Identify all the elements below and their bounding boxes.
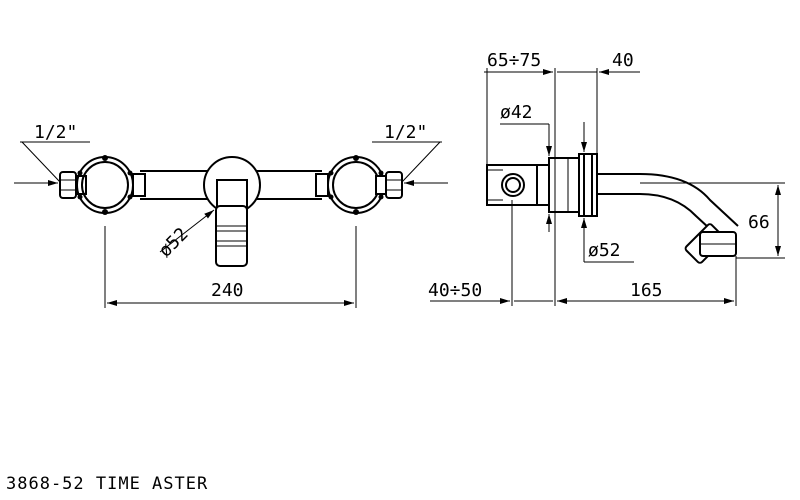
depth-range-label: 65÷75	[487, 50, 541, 71]
model-caption: 3868-52 TIME ASTER	[6, 474, 209, 494]
spout-diameter-label: ø52	[155, 224, 193, 262]
spout-offset-label: 40	[612, 50, 634, 71]
front-spout	[203, 156, 261, 267]
height-dimension-label: 66	[748, 212, 770, 233]
width-dimension-label: 240	[211, 280, 244, 301]
front-view: 1/2" 1/2" ø52 240	[14, 122, 448, 308]
projection-dimension-label: 165	[630, 280, 663, 301]
rosette-diameter-label: ø52	[588, 240, 621, 261]
right-valve	[315, 155, 403, 215]
thread-left-label: 1/2"	[34, 122, 77, 143]
inner-diameter-label: ø42	[500, 102, 533, 123]
left-valve	[59, 155, 146, 215]
wall-range-label: 40÷50	[428, 280, 482, 301]
side-view: 65÷75 40 ø42 ø52 66 40÷50 165	[428, 50, 785, 306]
thread-right-label: 1/2"	[384, 122, 427, 143]
